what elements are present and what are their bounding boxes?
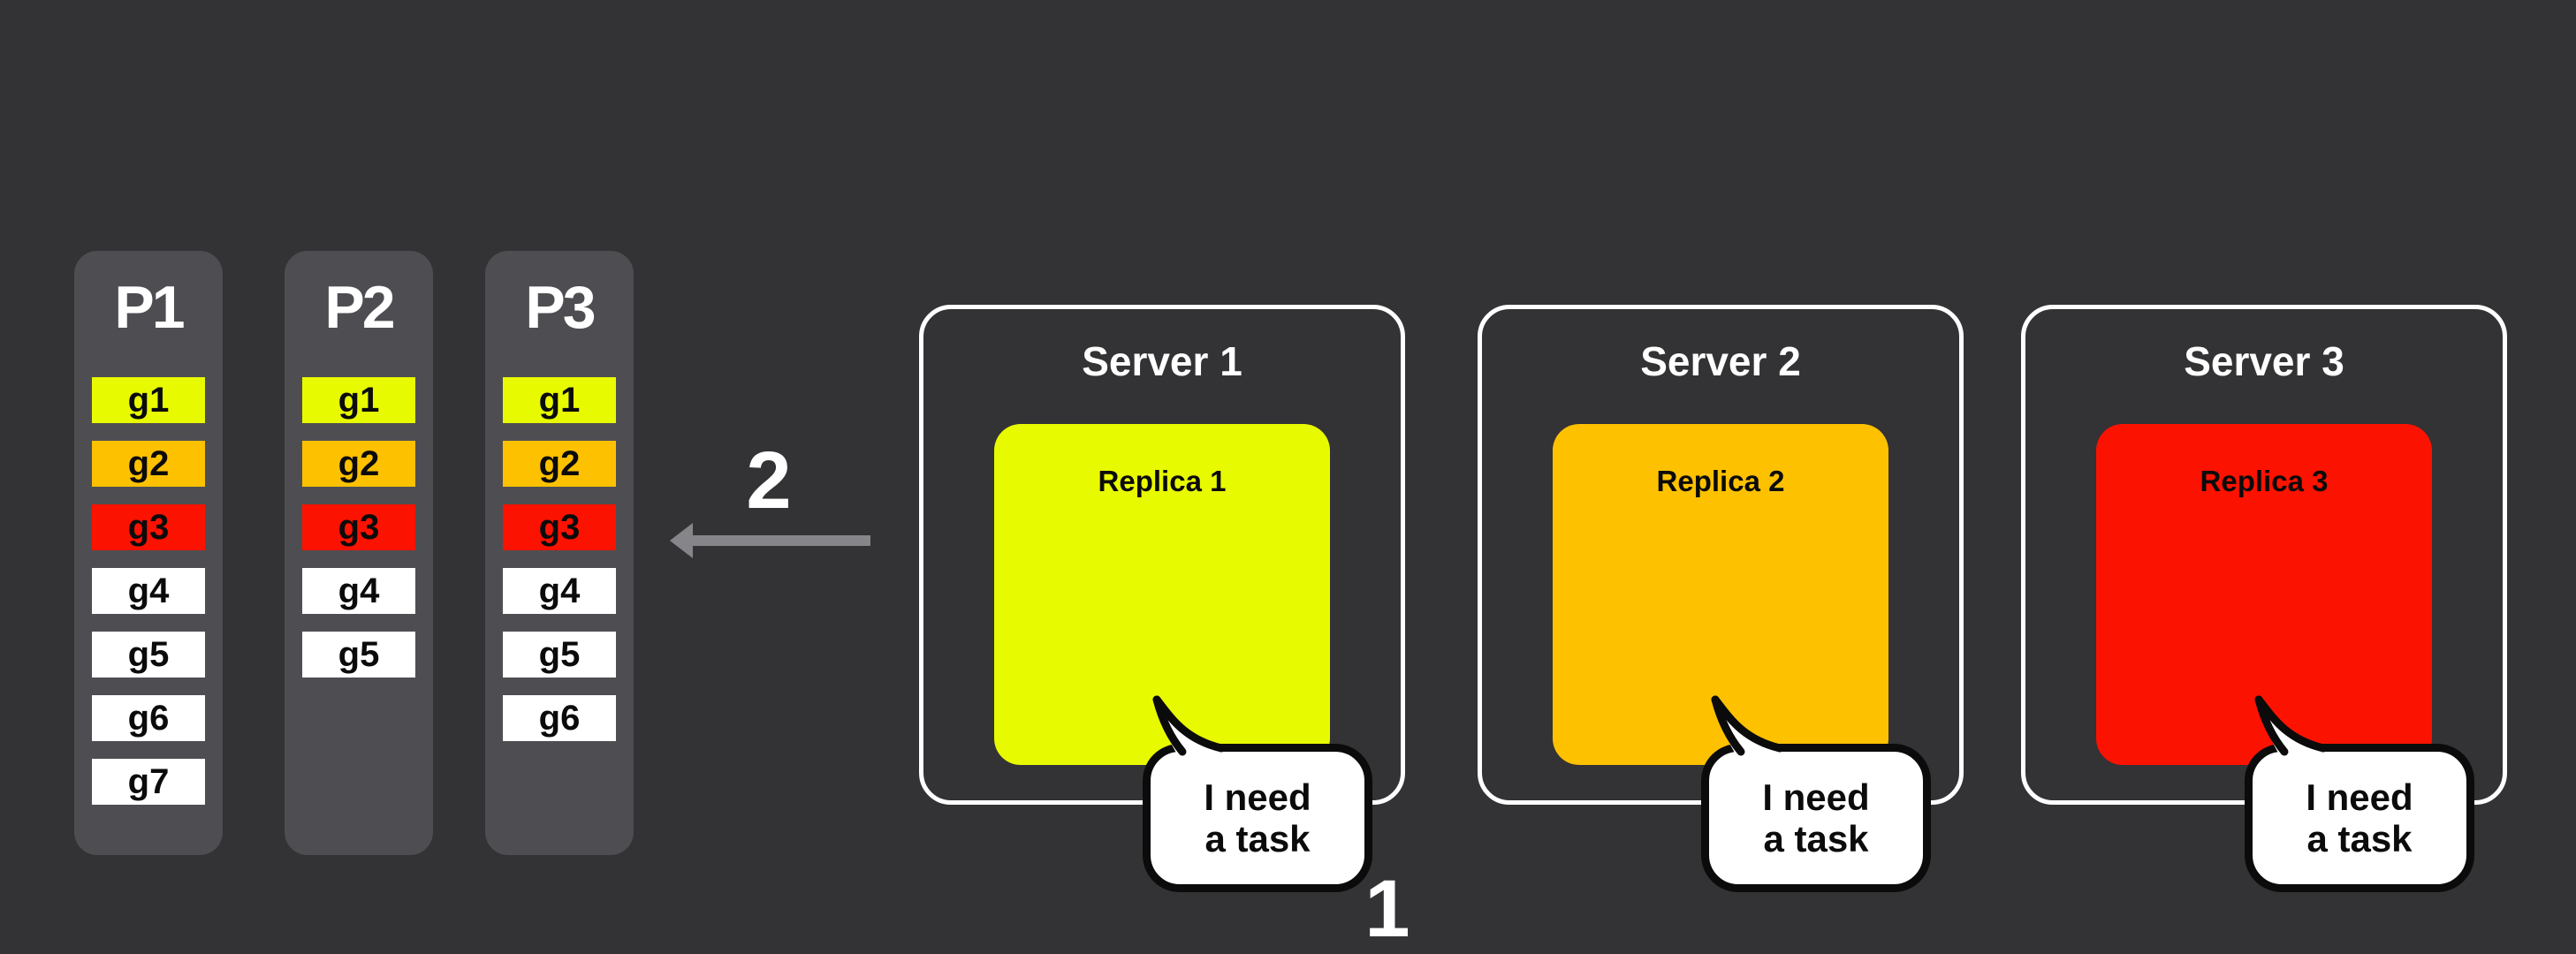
partition-title: P3 [525,274,596,341]
partition-title: P1 [114,274,185,341]
bubble-text-line: a task [1204,818,1311,859]
server-1: Server 1 Replica 1 I need a task [919,305,1405,892]
task-chip: g3 [302,504,415,550]
step-1-label: 1 [1364,864,1410,954]
speech-bubble: I need a task [2245,695,2474,892]
replica-label: Replica 1 [1098,465,1227,497]
task-chip: g2 [92,441,205,487]
task-chip: g2 [503,441,616,487]
replica-label: Replica 2 [1656,465,1785,497]
bubble-text-line: a task [1763,818,1869,859]
server-title: Server 2 [1640,338,1801,384]
step-2-label: 2 [746,435,792,526]
task-chip: g4 [503,568,616,614]
bubble-tail-icon [1152,695,1226,757]
server-title: Server 1 [1082,338,1242,384]
task-chip: g3 [503,504,616,550]
server-title: Server 3 [2184,338,2344,384]
task-chip: g1 [92,377,205,423]
arrow-left-icon [688,535,870,546]
task-chip: g5 [503,632,616,678]
bubble-tail-icon [2254,695,2328,757]
task-chip: g1 [503,377,616,423]
task-chip-list: g1 g2 g3 g4 g5 [302,377,415,678]
partition-p1: P1 g1 g2 g3 g4 g5 g6 g7 [74,251,223,855]
task-chip: g4 [302,568,415,614]
task-chip: g2 [302,441,415,487]
task-chip: g3 [92,504,205,550]
speech-bubble: I need a task [1143,695,1372,892]
bubble-tail-icon [1711,695,1784,757]
task-chip: g5 [302,632,415,678]
server-2: Server 2 Replica 2 I need a task [1478,305,1964,892]
task-chip: g1 [302,377,415,423]
bubble-text-line: a task [2306,818,2413,859]
task-chip: g7 [92,759,205,805]
partition-title: P2 [324,274,395,341]
speech-bubble: I need a task [1701,695,1931,892]
task-chip: g5 [92,632,205,678]
task-chip: g4 [92,568,205,614]
task-chip-list: g1 g2 g3 g4 g5 g6 g7 [92,377,205,805]
bubble-text-line: I need [1204,776,1311,818]
task-chip: g6 [503,695,616,741]
replica-label: Replica 3 [2200,465,2329,497]
task-chip: g6 [92,695,205,741]
server-3: Server 3 Replica 3 I need a task [2021,305,2507,892]
bubble-text-line: I need [1762,776,1870,818]
arrow-left-head-icon [670,523,693,558]
partition-p2: P2 g1 g2 g3 g4 g5 [285,251,433,855]
partition-p3: P3 g1 g2 g3 g4 g5 g6 [485,251,634,855]
bubble-text-line: I need [2306,776,2413,818]
task-chip-list: g1 g2 g3 g4 g5 g6 [503,377,616,741]
